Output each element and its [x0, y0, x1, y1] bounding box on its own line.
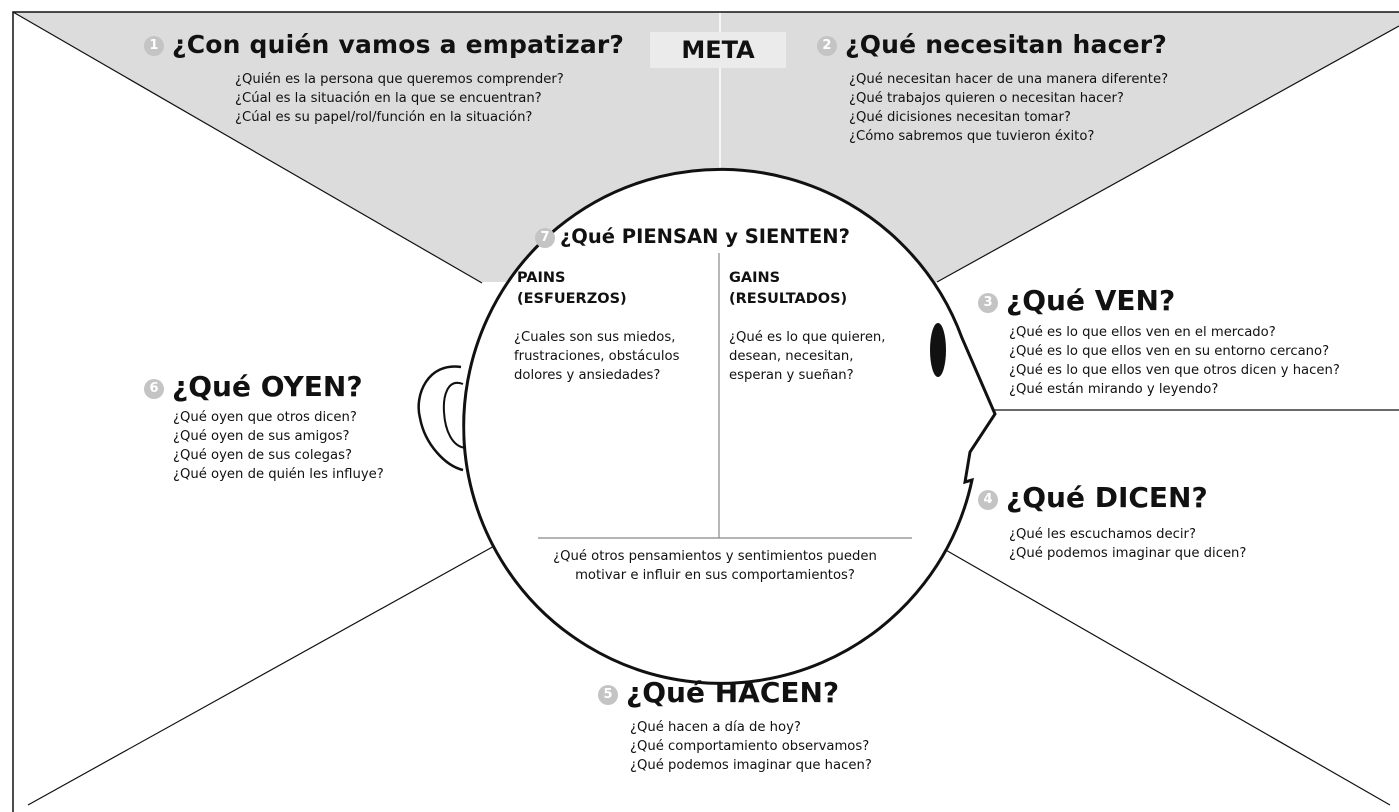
section-1-number: 1: [144, 36, 164, 56]
gains-title-line: GAINS: [729, 270, 781, 286]
question: ¿Qué trabajos quieren o necesitan hacer?: [849, 91, 1124, 106]
question: ¿Cómo sabremos que tuvieron éxito?: [849, 129, 1095, 144]
other-thoughts: ¿Qué otros pensamientos y sentimientos p…: [515, 547, 915, 585]
question: motivar e influir en sus comportamientos…: [575, 568, 855, 583]
question: ¿Qué es lo que ellos ven en su entorno c…: [1009, 344, 1330, 359]
pains-title-line: (ESFUERZOS): [517, 291, 627, 307]
question: ¿Qué es lo que quieren,: [729, 330, 886, 345]
diag-top-right: [936, 25, 1399, 283]
question: ¿Qué oyen que otros dicen?: [173, 410, 357, 425]
head-outline: [462, 167, 997, 685]
section-2-title: ¿Qué necesitan hacer?: [845, 30, 1167, 59]
question: ¿Cuales son sus miedos,: [514, 330, 676, 345]
section-4-title: ¿Qué DICEN?: [1006, 481, 1208, 514]
section-5-questions: ¿Qué hacen a día de hoy? ¿Qué comportami…: [630, 718, 872, 775]
section-3-questions: ¿Qué es lo que ellos ven en el mercado? …: [1009, 323, 1340, 399]
section-7-number: 7: [535, 228, 555, 248]
section-5-header: 5 ¿Qué HACEN?: [598, 676, 839, 709]
section-4-questions: ¿Qué les escuchamos decir? ¿Qué podemos …: [1009, 525, 1246, 563]
question: ¿Quién es la persona que queremos compre…: [235, 72, 564, 87]
diag-bottom-right: [936, 544, 1391, 806]
pains-questions: ¿Cuales son sus miedos, frustraciones, o…: [514, 328, 679, 385]
diag-top-left: [12, 11, 483, 284]
section-5-title: ¿Qué HACEN?: [626, 676, 840, 709]
eye-shape: [930, 323, 946, 377]
section-6-questions: ¿Qué oyen que otros dicen? ¿Qué oyen de …: [173, 408, 384, 484]
question: ¿Qué podemos imaginar que dicen?: [1009, 546, 1247, 561]
section-3-header: 3 ¿Qué VEN?: [978, 284, 1175, 317]
pains-title-line: PAINS: [517, 270, 566, 286]
question: esperan y sueñan?: [729, 368, 854, 383]
section-6-number: 6: [144, 379, 164, 399]
question: ¿Qué oyen de quién les influye?: [173, 467, 384, 482]
question: ¿Qué es lo que ellos ven en el mercado?: [1009, 325, 1276, 340]
section-2-header: 2 ¿Qué necesitan hacer?: [817, 30, 1167, 59]
gains-title: GAINS (RESULTADOS): [729, 268, 847, 310]
question: frustraciones, obstáculos: [514, 349, 680, 364]
section-4-header: 4 ¿Qué DICEN?: [978, 481, 1208, 514]
section-2-questions: ¿Qué necesitan hacer de una manera difer…: [849, 70, 1168, 146]
question: ¿Qué les escuchamos decir?: [1009, 527, 1196, 542]
question: ¿Qué hacen a día de hoy?: [630, 720, 801, 735]
gains-questions: ¿Qué es lo que quieren, desean, necesita…: [729, 328, 885, 385]
ear-shape: [417, 365, 464, 472]
question: dolores y ansiedades?: [514, 368, 661, 383]
question: ¿Qué oyen de sus amigos?: [173, 429, 350, 444]
pains-title: PAINS (ESFUERZOS): [517, 268, 627, 310]
question: desean, necesitan,: [729, 349, 854, 364]
section-1-header: 1 ¿Con quién vamos a empatizar?: [144, 30, 624, 59]
section-4-number: 4: [978, 490, 998, 510]
gains-title-line: (RESULTADOS): [729, 291, 848, 307]
section-2-number: 2: [817, 36, 837, 56]
question: ¿Qué otros pensamientos y sentimientos p…: [553, 549, 877, 564]
question: ¿Cúal es la situación en la que se encue…: [235, 91, 542, 106]
question: ¿Qué oyen de sus colegas?: [173, 448, 352, 463]
section-7-header: 7¿Qué PIENSAN y SIENTEN?: [535, 225, 850, 248]
goal-band: [13, 12, 1399, 282]
section-6-title: ¿Qué OYEN?: [172, 370, 363, 403]
section-7-title: ¿Qué PIENSAN y SIENTEN?: [560, 225, 850, 248]
diag-bottom-left: [27, 539, 506, 806]
question: ¿Qué dicisiones necesitan tomar?: [849, 110, 1071, 125]
section-6-header: 6 ¿Qué OYEN?: [144, 370, 363, 403]
question: ¿Qué es lo que ellos ven que otros dicen…: [1009, 363, 1340, 378]
question: ¿Qué están mirando y leyendo?: [1009, 382, 1219, 397]
section-1-title: ¿Con quién vamos a empatizar?: [172, 30, 625, 59]
question: ¿Cúal es su papel/rol/función en la situ…: [235, 110, 533, 125]
section-5-number: 5: [598, 685, 618, 705]
question: ¿Qué necesitan hacer de una manera difer…: [849, 72, 1169, 87]
ear-inner: [442, 381, 467, 449]
meta-label: META: [650, 32, 786, 68]
section-3-number: 3: [978, 293, 998, 313]
section-1-questions: ¿Quién es la persona que queremos compre…: [235, 70, 564, 127]
section-3-title: ¿Qué VEN?: [1006, 284, 1176, 317]
question: ¿Qué comportamiento observamos?: [630, 739, 870, 754]
question: ¿Qué podemos imaginar que hacen?: [630, 758, 872, 773]
